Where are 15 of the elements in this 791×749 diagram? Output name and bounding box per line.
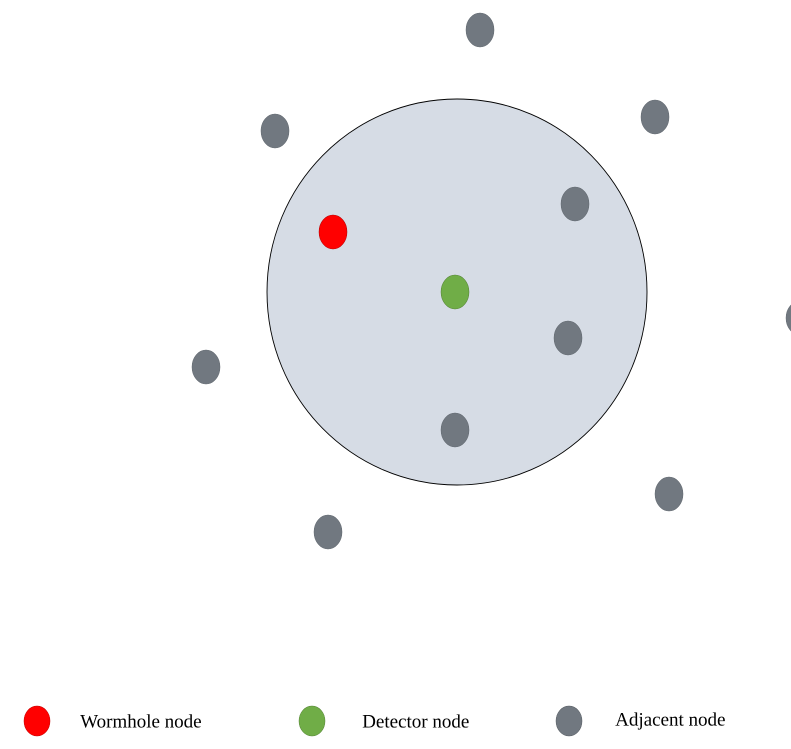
- adjacent-node: [654, 476, 684, 512]
- adjacent-node: [192, 350, 220, 384]
- adjacent-node: [466, 12, 494, 48]
- adjacent-node: [260, 114, 290, 148]
- detection-range-circle: [266, 98, 648, 486]
- adjacent-node: [640, 100, 670, 134]
- detector-node: [440, 274, 470, 310]
- adjacent-node: [560, 186, 590, 222]
- adjacent-node: [440, 412, 470, 448]
- wormhole-node: [318, 214, 348, 250]
- adjacent-node: [314, 514, 342, 550]
- legend-label: Detector node: [362, 714, 469, 728]
- legend-label: Wormhole node: [80, 714, 201, 728]
- legend-label: Adjacent node: [615, 712, 725, 730]
- adjacent-node: [554, 320, 582, 356]
